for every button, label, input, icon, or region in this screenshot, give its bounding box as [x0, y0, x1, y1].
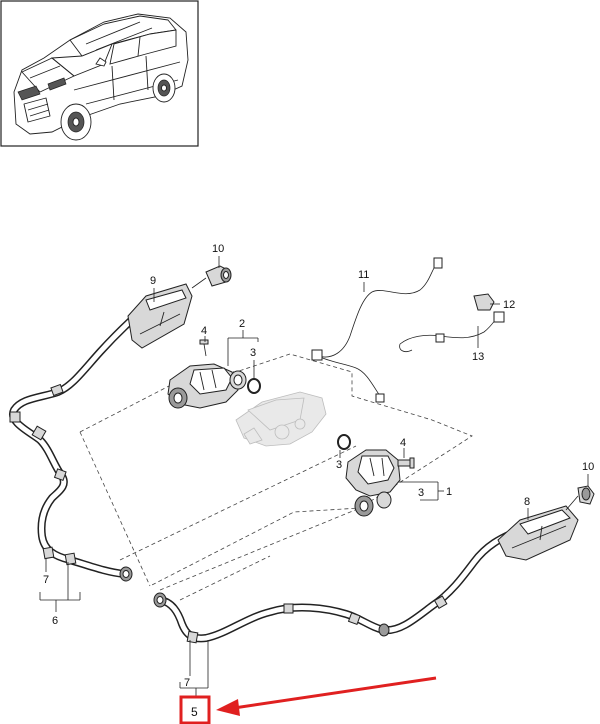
suv-illustration-icon	[13, 13, 189, 141]
engine-block-ghost	[235, 391, 327, 447]
highlight-arrow-head-icon	[216, 699, 240, 716]
callout-3-lower: 3	[418, 487, 424, 499]
callout-11: 11	[358, 269, 369, 281]
callout-2: 2	[239, 318, 245, 330]
hose-assembly-bottom	[153, 485, 595, 644]
callout-3-upper: 3	[250, 347, 256, 359]
valve-assembly-2	[167, 339, 261, 409]
callout-12: 12	[503, 299, 515, 311]
callout-3-mid: 3	[336, 459, 342, 471]
callout-4-upper: 4	[201, 325, 207, 337]
callout-5-highlight	[179, 676, 437, 724]
callout-7-left: 7	[43, 574, 49, 586]
callout-7-bottom: 7	[184, 677, 190, 689]
callout-10-top: 10	[212, 243, 224, 255]
vehicle-thumbnail	[0, 0, 199, 147]
hose-assembly-left	[9, 265, 232, 582]
callout-4-mid: 4	[400, 437, 406, 449]
sensor-lines	[311, 257, 505, 403]
callout-9: 9	[150, 275, 156, 287]
callout-1: 1	[446, 486, 452, 498]
callout-6: 6	[52, 615, 58, 627]
highlight-box	[179, 695, 211, 724]
highlight-arrow-shaft	[233, 676, 437, 710]
callout-5: 5	[191, 705, 198, 719]
assembly-outline-dashed	[79, 353, 473, 601]
leader-lines	[39, 256, 589, 696]
valve-assembly-1	[337, 434, 415, 517]
callout-labels: 10 9 11 12 13 2 3 4 4 3 3 1 10 8 7 6 7 5	[43, 243, 594, 719]
callout-10-right: 10	[582, 461, 594, 473]
callout-8: 8	[524, 496, 530, 508]
callout-13: 13	[472, 351, 484, 363]
